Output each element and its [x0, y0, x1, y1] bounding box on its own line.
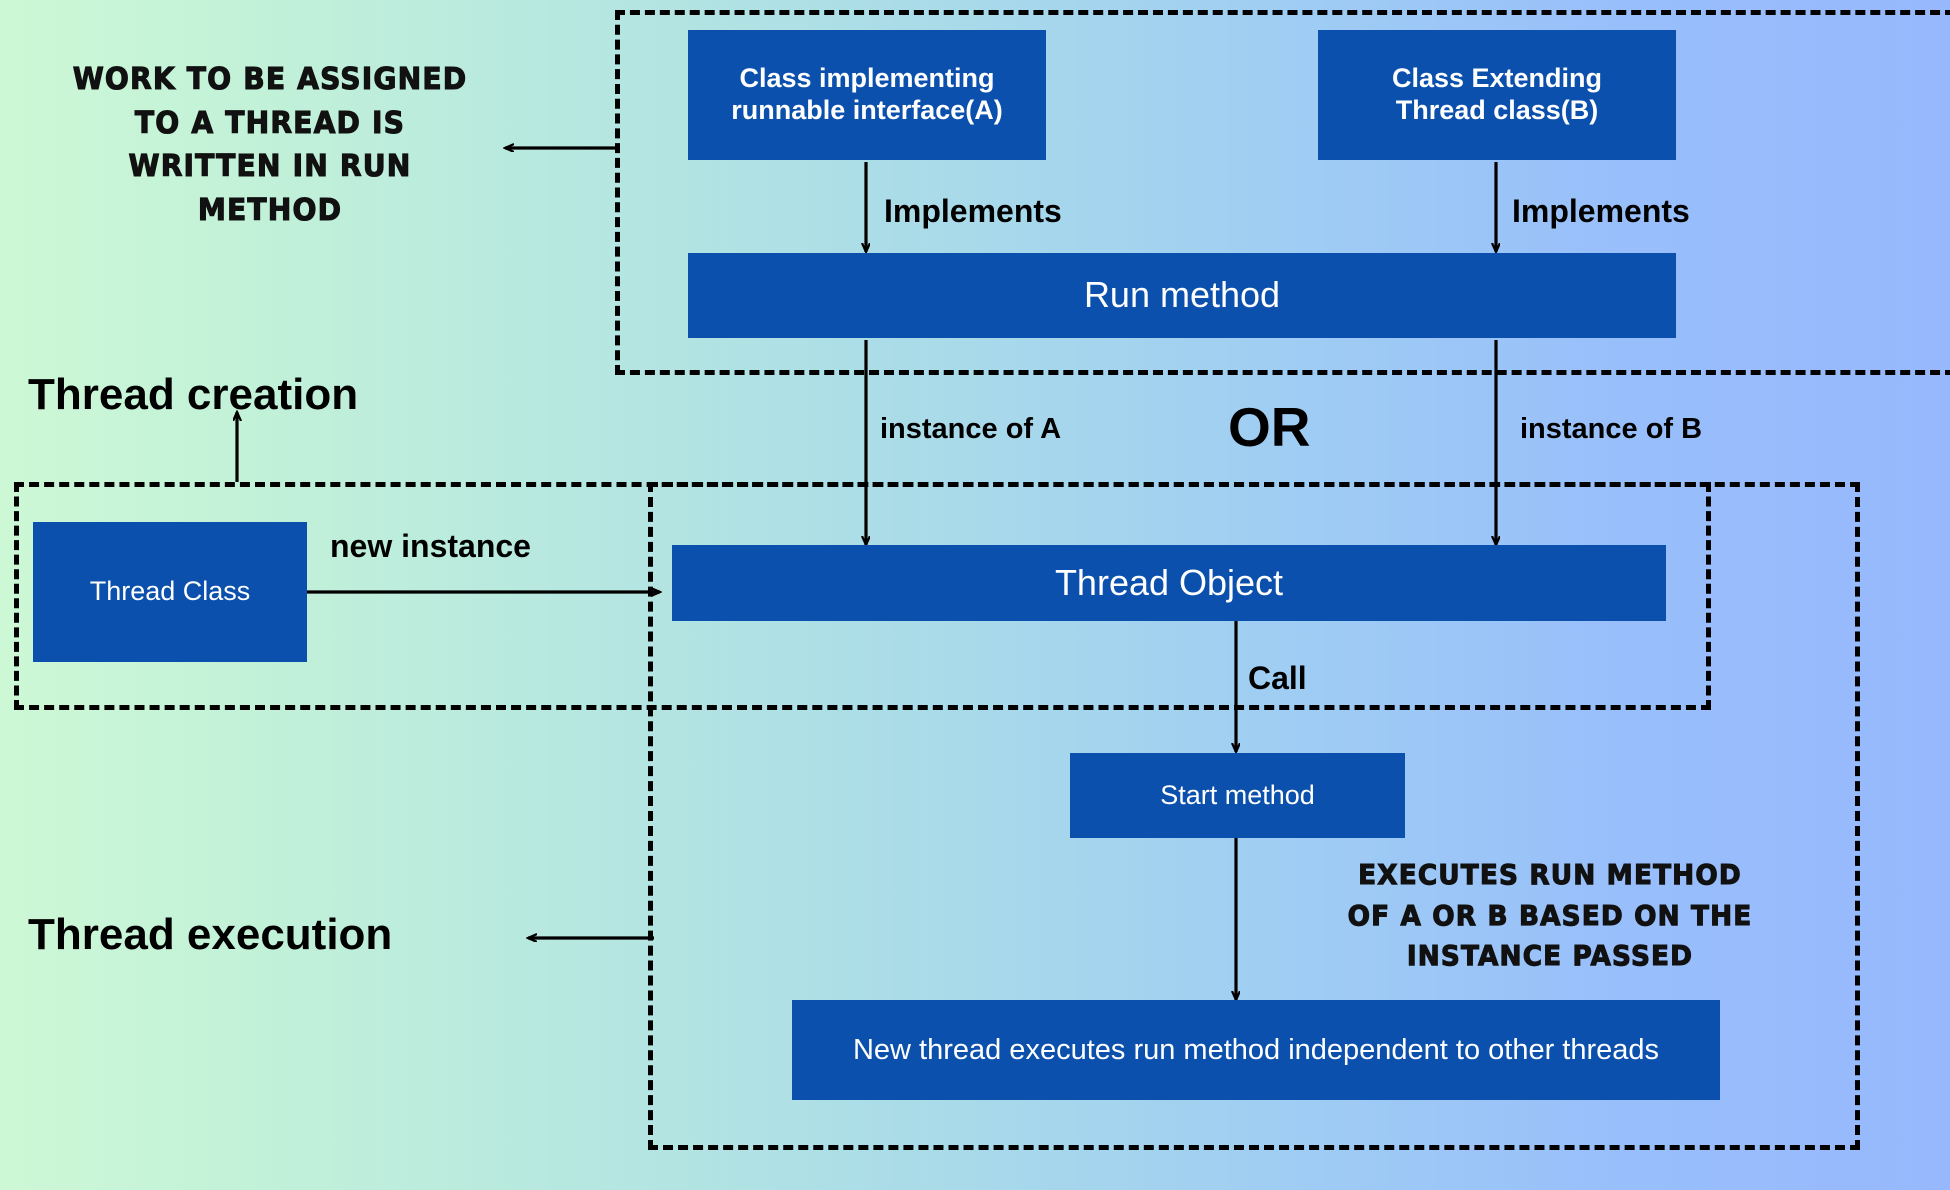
callout-start-method-note: Executes run method of A or B based on t…	[1343, 855, 1757, 977]
callout-start-note-line3: instance passed	[1406, 939, 1694, 973]
callout-run-note-line2: to a thread is	[134, 105, 406, 141]
edge-label-instance-of-b: instance of B	[1520, 413, 1703, 445]
node-class-extending-thread[interactable]: Class Extending Thread class(B)	[1318, 30, 1676, 160]
node-class-implementing-runnable[interactable]: Class implementing runnable interface(A)	[688, 30, 1046, 160]
callout-run-method-note: Work to be assigned to a thread is writt…	[54, 58, 486, 232]
node-thread-object[interactable]: Thread Object	[672, 545, 1666, 621]
section-title-thread-creation: Thread creation	[28, 370, 359, 419]
edge-label-call: Call	[1248, 660, 1307, 696]
edge-label-instance-of-a: instance of A	[880, 413, 1062, 445]
node-new-thread-executes[interactable]: New thread executes run method independe…	[792, 1000, 1720, 1100]
node-class-b-line1: Class Extending	[1391, 63, 1603, 94]
edge-label-new-instance: new instance	[330, 528, 531, 564]
callout-start-note-line1: Executes run method	[1358, 857, 1742, 891]
node-thread-class-label: Thread Class	[89, 576, 251, 607]
node-class-b-label: Class Extending Thread class(B)	[1392, 63, 1602, 127]
node-class-a-line1: Class implementing	[739, 63, 995, 94]
edge-label-or: OR	[1228, 396, 1311, 458]
callout-run-note-line1: Work to be assigned	[72, 61, 468, 97]
thread-execution-group-box	[648, 482, 1860, 1150]
node-start-method[interactable]: Start method	[1070, 753, 1405, 838]
run-method-group-box	[615, 10, 1950, 375]
node-run-method-label: Run method	[1083, 274, 1281, 316]
node-class-b-line2: Thread class(B)	[1395, 95, 1599, 125]
node-run-method[interactable]: Run method	[688, 253, 1676, 338]
section-title-thread-execution: Thread execution	[28, 910, 393, 959]
node-thread-object-label: Thread Object	[1054, 561, 1284, 603]
callout-run-note-line3: written in run method	[128, 148, 412, 228]
node-class-a-label: Class implementing runnable interface(A)	[731, 63, 1003, 127]
edge-label-implements-right: Implements	[1512, 193, 1690, 229]
callout-start-note-line2: of A or B based on the	[1347, 898, 1753, 932]
edge-label-implements-left: Implements	[884, 193, 1062, 229]
node-class-a-line2: runnable interface(A)	[731, 95, 1003, 125]
node-start-method-label: Start method	[1160, 779, 1315, 810]
node-new-thread-label: New thread executes run method independe…	[852, 1033, 1660, 1066]
node-thread-class[interactable]: Thread Class	[33, 522, 307, 662]
